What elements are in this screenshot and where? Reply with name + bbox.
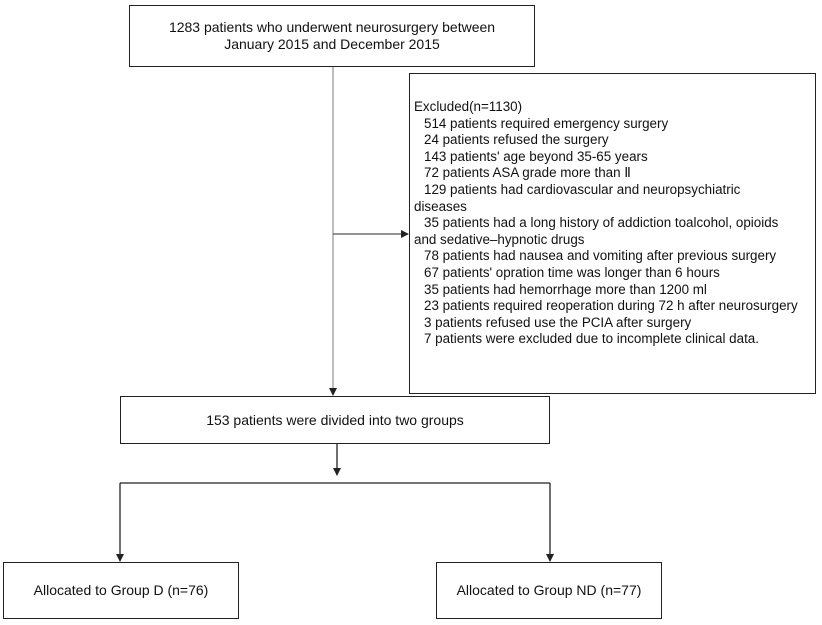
group-d-text: Allocated to Group D (n=76): [33, 582, 209, 598]
exclusion-item: 72 patients ASA grade more than Ⅱ: [424, 165, 631, 181]
exclusion-title: Excluded(n=1130): [414, 99, 523, 114]
exclusion-item-continued: and sedative–hypnotic drugs: [414, 231, 585, 247]
exclusion-item: 514 patients required emergency surgery: [424, 115, 669, 131]
group-nd-box: Allocated to Group ND (n=77): [436, 562, 662, 619]
exclusion-item: 3 patients refused use the PCIA after su…: [424, 314, 692, 330]
exclusion-item: 78 patients had nausea and vomiting afte…: [424, 248, 777, 264]
group-nd-text: Allocated to Group ND (n=77): [456, 582, 642, 598]
exclusion-item: 143 patients' age beyond 35-65 years: [424, 148, 648, 164]
divided-groups-box: 153 patients were divided into two group…: [120, 396, 550, 444]
exclusion-item: 67 patients' opration time was longer th…: [424, 264, 720, 280]
enrolled-line-1: 1283 patients who underwent neurosurgery…: [168, 19, 496, 35]
divided-groups-text: 153 patients were divided into two group…: [206, 411, 464, 428]
exclusion-item-continued: diseases: [414, 198, 467, 214]
group-d-box: Allocated to Group D (n=76): [3, 562, 239, 619]
exclusion-item: 35 patients had a long history of addict…: [424, 215, 779, 231]
enrolled-patients-box: 1283 patients who underwent neurosurgery…: [129, 5, 535, 67]
exclusion-item: 24 patients refused the surgery: [424, 132, 609, 148]
exclusion-item: 129 patients had cardiovascular and neur…: [424, 181, 741, 197]
enrolled-line-2: January 2015 and December 2015: [224, 36, 440, 52]
exclusion-item: 7 patients were excluded due to incomple…: [424, 331, 759, 347]
exclusion-item: 35 patients had hemorrhage more than 120…: [424, 281, 707, 297]
exclusion-box: Excluded(n=1130) 514 patients required e…: [409, 73, 816, 394]
exclusion-item: 23 patients required reoperation during …: [424, 298, 798, 314]
